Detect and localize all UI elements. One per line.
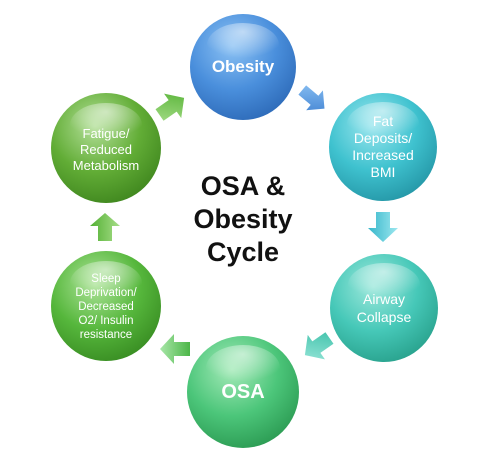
node-fat-deposits-line: Increased	[352, 147, 414, 163]
node-osa-line: OSA	[221, 380, 265, 403]
node-obesity-line: Obesity	[211, 57, 275, 76]
node-obesity-circle	[190, 14, 296, 120]
node-fat-deposits-line: Deposits/	[353, 130, 413, 146]
node-sleep-deprivation-label: Sleep Deprivation/ Decreased O2/ Insulin…	[58, 270, 154, 344]
node-osa-circle	[187, 336, 299, 448]
arrow-fat-to-airway	[368, 212, 398, 242]
node-fatigue-line: Metabolism	[72, 158, 140, 173]
arrow-airway-to-osa	[304, 332, 334, 360]
node-airway-collapse-circle	[330, 254, 438, 362]
node-sleep-deprivation-line: O2/ Insulin	[78, 315, 134, 327]
arrow-obesity-to-fat	[298, 85, 325, 111]
node-obesity-label: Obesity	[193, 47, 293, 87]
arrow-sleep-to-fatigue	[90, 213, 120, 241]
node-sleep-deprivation-circle	[51, 251, 161, 361]
node-fatigue-line: Fatigue/	[82, 126, 130, 141]
node-osa-label: OSA	[193, 372, 293, 412]
node-fatigue-line: Reduced	[79, 142, 133, 157]
arrow-osa-to-sleep	[160, 334, 190, 364]
arrow-fatigue-to-obesity	[155, 93, 185, 121]
node-fat-deposits-line: Fat	[372, 113, 394, 129]
node-fatigue-label: Fatigue/ Reduced Metabolism	[58, 124, 154, 176]
node-fat-deposits-label: Fat Deposits/ Increased BMI	[337, 110, 429, 184]
node-sleep-deprivation-line: Deprivation/	[75, 287, 137, 299]
center-title: OSA & Obesity Cycle	[168, 170, 318, 269]
node-sleep-deprivation-line: Sleep	[91, 273, 121, 285]
center-title-line: Cycle	[206, 237, 280, 267]
node-airway-collapse-label: Airway Collapse	[338, 288, 430, 328]
node-sleep-deprivation-line: resistance	[79, 329, 133, 341]
node-airway-collapse-line: Collapse	[356, 309, 412, 325]
node-fatigue-circle	[51, 93, 161, 203]
center-title-line: OSA &	[200, 171, 286, 201]
node-fat-deposits-line: BMI	[370, 164, 396, 180]
node-airway-collapse-line: Airway	[362, 291, 405, 307]
center-title-line: Obesity	[193, 204, 293, 234]
node-sleep-deprivation-line: Decreased	[78, 301, 134, 313]
node-fat-deposits-circle	[329, 93, 437, 201]
